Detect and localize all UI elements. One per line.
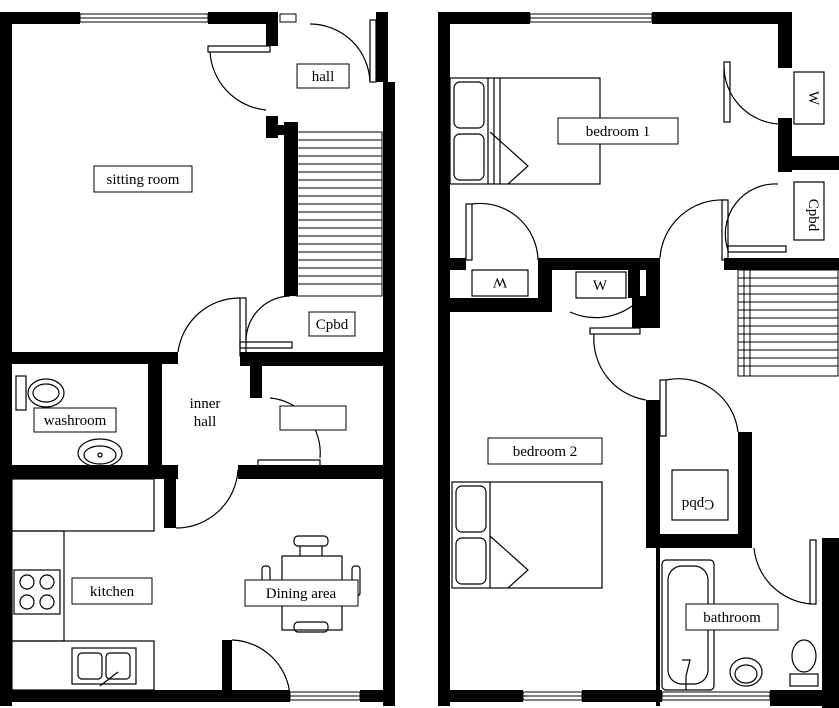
label-hall: hall <box>312 69 335 85</box>
label-bedroom-1: bedroom 1 <box>586 124 651 140</box>
toilet-icon <box>15 375 27 411</box>
ground-stairs <box>295 131 383 297</box>
worktop-bottom <box>11 640 155 691</box>
label-cpbd-bedroom2: Cpbd <box>681 496 714 512</box>
label-kitchen: kitchen <box>90 584 135 600</box>
wardrobe-boxes <box>471 71 825 521</box>
toilet-bowl-icon <box>27 378 65 408</box>
bed-1-icon <box>449 77 601 185</box>
first-floor-windows <box>522 13 771 701</box>
label-wardrobe-1: W <box>805 91 821 106</box>
ground-floor-windows <box>79 13 361 701</box>
basin-icon <box>729 657 763 687</box>
label-cpbd-landing: Cpbd <box>805 199 821 232</box>
first-floor-doors <box>465 61 817 605</box>
label-sitting-room: sitting room <box>107 172 180 188</box>
worktop-left <box>11 530 65 642</box>
washroom-fixtures <box>15 375 123 468</box>
label-wardrobe-3: W <box>593 278 608 294</box>
worktop-top <box>11 478 155 532</box>
kitchen-fixtures <box>11 478 155 691</box>
toilet-icon <box>791 639 817 673</box>
label-bedroom-2: bedroom 2 <box>513 444 578 460</box>
bed-2-icon <box>451 481 603 589</box>
label-cpbd: Cpbd <box>316 317 349 333</box>
ground-floor-walls <box>0 12 395 706</box>
sink-icon <box>71 647 137 685</box>
label-bathroom: bathroom <box>703 610 761 626</box>
label-dining-area: Dining area <box>266 586 337 602</box>
basin-icon <box>77 438 123 468</box>
first-stairs <box>737 269 839 377</box>
label-wardrobe-2: W <box>492 274 507 290</box>
first-floor-walls <box>438 12 839 708</box>
label-washroom: washroom <box>44 413 107 429</box>
ground-floor-doors <box>149 19 377 697</box>
hob-icon <box>13 569 61 615</box>
